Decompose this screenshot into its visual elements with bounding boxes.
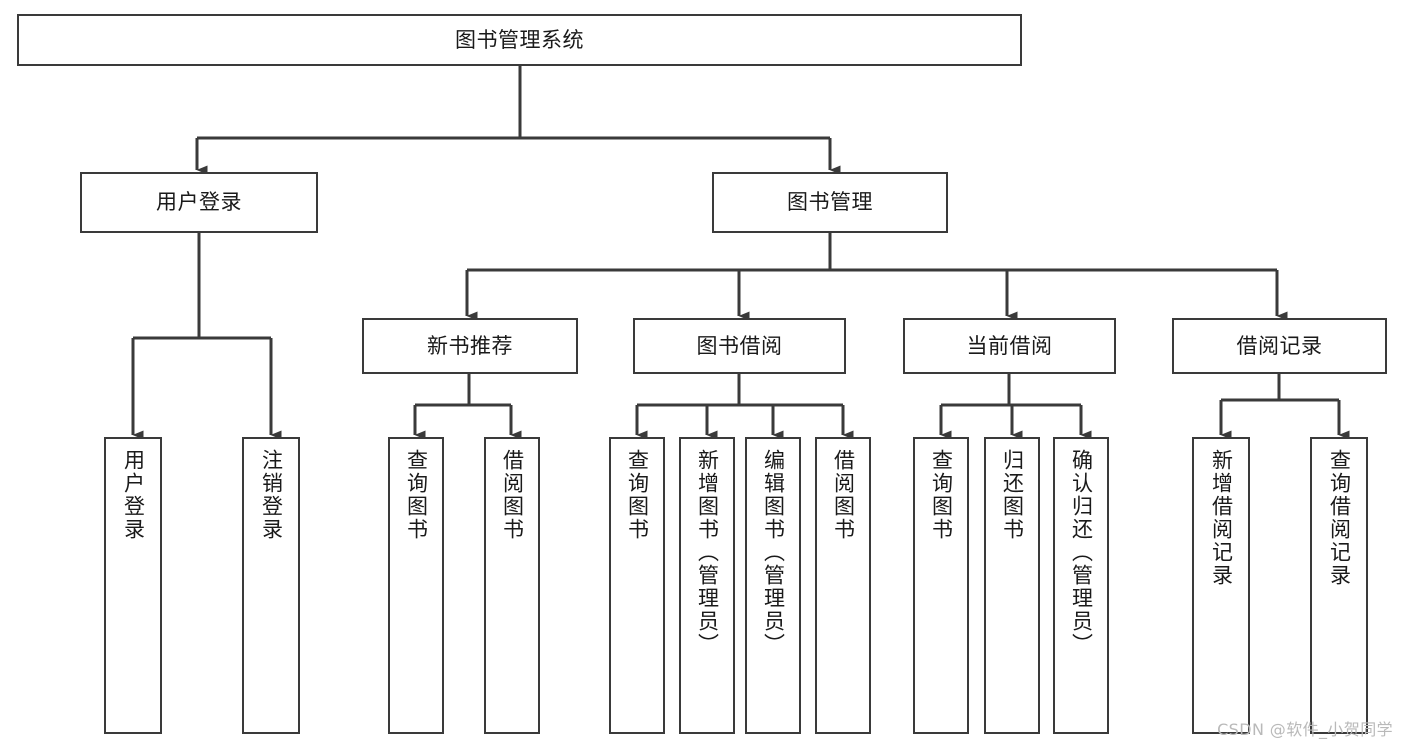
node-borrow-record-label: 借阅记录 — [1236, 333, 1323, 358]
node-borrow-record[interactable]: 借阅记录 — [1172, 318, 1387, 374]
node-leaf-borrow-edit-label: 编辑图书（管理员） — [761, 449, 786, 656]
node-leaf-user-logout[interactable]: 注销登录 — [242, 437, 300, 734]
node-leaf-record-query-label: 查询借阅记录 — [1327, 449, 1352, 587]
node-user-login[interactable]: 用户登录 — [80, 172, 318, 233]
node-leaf-rec-borrow[interactable]: 借阅图书 — [484, 437, 540, 734]
node-leaf-cur-confirm[interactable]: 确认归还（管理员） — [1053, 437, 1109, 734]
node-current-borrow-label: 当前借阅 — [966, 333, 1053, 358]
watermark: CSDN @软件_小贺同学 — [1217, 720, 1393, 739]
node-leaf-borrow-edit[interactable]: 编辑图书（管理员） — [745, 437, 801, 734]
node-leaf-cur-confirm-label: 确认归还（管理员） — [1069, 449, 1094, 656]
node-user-login-label: 用户登录 — [156, 190, 242, 215]
node-leaf-borrow-query-label: 查询图书 — [625, 449, 650, 541]
node-root[interactable]: 图书管理系统 — [17, 14, 1022, 66]
node-leaf-user-login-label: 用户登录 — [121, 449, 146, 541]
node-leaf-cur-query[interactable]: 查询图书 — [913, 437, 969, 734]
node-book-manage[interactable]: 图书管理 — [712, 172, 948, 233]
node-leaf-rec-query-label: 查询图书 — [404, 449, 429, 541]
node-leaf-borrow-query[interactable]: 查询图书 — [609, 437, 665, 734]
node-root-label: 图书管理系统 — [455, 27, 584, 52]
node-leaf-record-query[interactable]: 查询借阅记录 — [1310, 437, 1368, 734]
node-leaf-rec-borrow-label: 借阅图书 — [500, 449, 525, 541]
node-leaf-record-add[interactable]: 新增借阅记录 — [1192, 437, 1250, 734]
node-current-borrow[interactable]: 当前借阅 — [903, 318, 1116, 374]
node-leaf-borrow-add-label: 新增图书（管理员） — [695, 449, 720, 656]
node-new-book-rec[interactable]: 新书推荐 — [362, 318, 578, 374]
node-leaf-cur-return-label: 归还图书 — [1000, 449, 1025, 541]
node-leaf-cur-query-label: 查询图书 — [929, 449, 954, 541]
node-leaf-record-add-label: 新增借阅记录 — [1209, 449, 1234, 587]
node-leaf-cur-return[interactable]: 归还图书 — [984, 437, 1040, 734]
node-book-borrow-label: 图书借阅 — [696, 333, 783, 358]
node-new-book-rec-label: 新书推荐 — [427, 333, 513, 358]
node-book-manage-label: 图书管理 — [787, 190, 873, 215]
node-book-borrow[interactable]: 图书借阅 — [633, 318, 846, 374]
node-leaf-user-login[interactable]: 用户登录 — [104, 437, 162, 734]
node-leaf-user-logout-label: 注销登录 — [259, 449, 284, 541]
node-leaf-borrow-add[interactable]: 新增图书（管理员） — [679, 437, 735, 734]
node-leaf-borrow-do-label: 借阅图书 — [831, 449, 856, 541]
node-leaf-rec-query[interactable]: 查询图书 — [388, 437, 444, 734]
node-leaf-borrow-do[interactable]: 借阅图书 — [815, 437, 871, 734]
